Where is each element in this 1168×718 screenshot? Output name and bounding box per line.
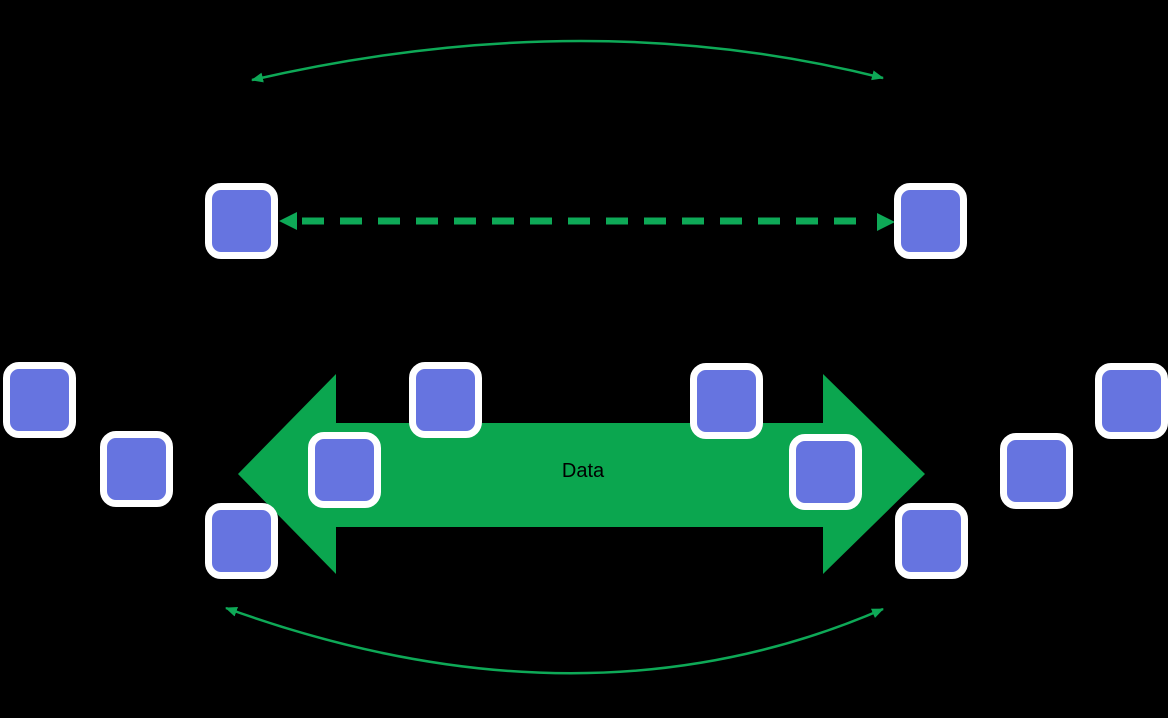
packet-node-left-upper xyxy=(3,362,76,438)
packet-node-right-middle xyxy=(1000,433,1073,509)
top-curved-arrow xyxy=(251,39,884,83)
packet-node-flow-right-above xyxy=(690,363,763,439)
dashed-arrowhead-left-icon xyxy=(279,212,297,230)
packet-node-flow-left-on-shaft xyxy=(308,432,381,508)
bottom-curved-arrow xyxy=(225,606,884,675)
packet-node-right-upper xyxy=(1095,363,1168,439)
packet-node-top-right xyxy=(894,183,967,259)
packet-node-top-left xyxy=(205,183,278,259)
packet-node-flow-right-on-shaft xyxy=(789,434,862,510)
packet-node-right-lower xyxy=(895,503,968,579)
packet-node-left-lower xyxy=(205,503,278,579)
packet-node-left-middle xyxy=(100,431,173,507)
packet-node-flow-left-above xyxy=(409,362,482,438)
arrow-label: Data xyxy=(561,460,605,482)
dashed-arrowhead-right-icon xyxy=(877,213,895,231)
